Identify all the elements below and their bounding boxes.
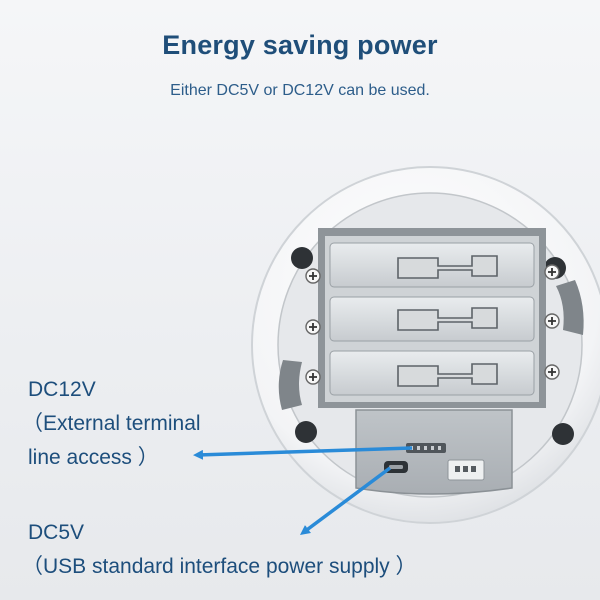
plus-terminal-icon	[305, 319, 321, 335]
page-subtitle: Either DC5V or DC12V can be used.	[170, 82, 430, 99]
battery-contact	[397, 255, 498, 279]
mount-hole	[552, 423, 574, 445]
arrow-icon	[193, 446, 413, 460]
arrow-icon	[299, 466, 392, 535]
battery-contact	[397, 363, 498, 387]
right-slot	[556, 280, 584, 335]
mount-hole	[295, 421, 317, 443]
left-slot	[278, 360, 302, 410]
plus-terminal-icon	[544, 313, 560, 329]
dc5v-title: DC5V	[28, 521, 85, 544]
dc12v-title: DC12V	[28, 378, 96, 401]
dc12v-line1: （External terminal	[22, 412, 201, 435]
plus-terminal-icon	[544, 264, 560, 280]
plus-terminal-icon	[305, 268, 321, 284]
plus-terminal-icon	[305, 369, 321, 385]
dc5v-line1: （USB standard interface power supply ）	[22, 555, 417, 578]
terminal-block-icon	[406, 443, 446, 453]
mount-hole	[291, 247, 313, 269]
dc12v-line2: line access ）	[28, 446, 159, 469]
white-connector	[447, 459, 485, 481]
battery-contact	[397, 307, 498, 331]
page-title: Energy saving power	[162, 30, 438, 60]
plus-terminal-icon	[544, 364, 560, 380]
